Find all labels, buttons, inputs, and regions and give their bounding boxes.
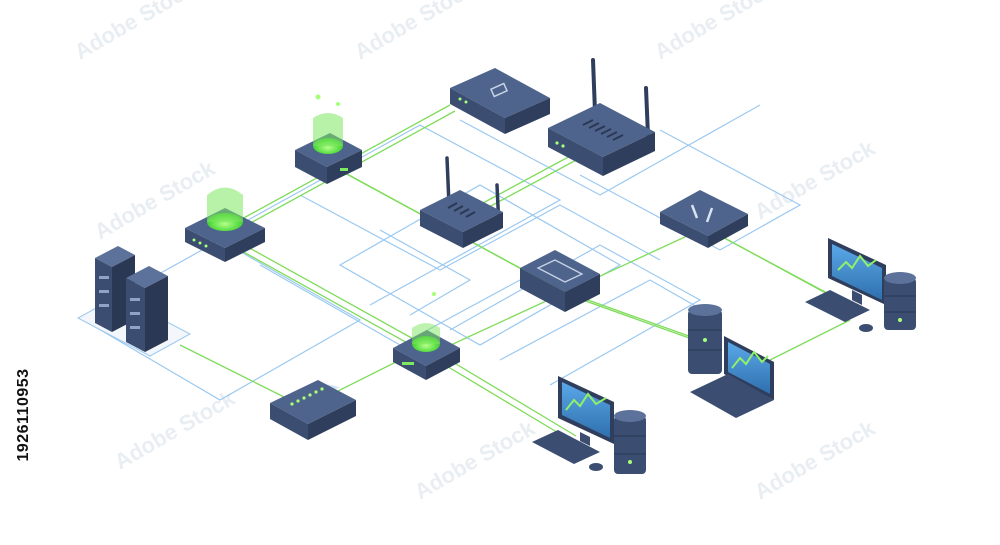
link-line [246,246,426,346]
watermark-text: Adobe Stock [750,135,880,224]
desktop-workstation-right-icon [805,238,916,332]
watermark-text: Adobe Stock [650,0,780,64]
server-rack-pair-icon [78,246,190,356]
link-line [240,250,420,350]
stock-image-id: 1926110953 [10,300,38,530]
switch-center-icon [520,250,600,312]
watermark-text: Adobe Stock [350,0,480,64]
wifi-router-center-icon [420,158,503,248]
watermark-text: Adobe Stock [70,0,200,64]
hub-glow-icon [185,188,265,263]
laptop-with-server-icon [688,304,774,418]
switch-right-icon [660,190,748,248]
link-line [180,345,300,405]
watermark-text: Adobe Stock [410,415,540,504]
stock-image-id-text: 1926110953 [15,368,33,461]
modem-top-icon [450,68,550,134]
watermark-text: Adobe Stock [110,385,240,474]
hub-glow-top-icon [295,95,362,185]
watermark-layer: Adobe Stock Adobe Stock Adobe Stock Adob… [70,0,880,504]
link-line [770,320,850,360]
watermark-text: Adobe Stock [750,415,880,504]
wifi-router-large-icon [548,60,655,176]
link-line [230,125,560,305]
desktop-workstation-bottom-icon [532,376,646,474]
